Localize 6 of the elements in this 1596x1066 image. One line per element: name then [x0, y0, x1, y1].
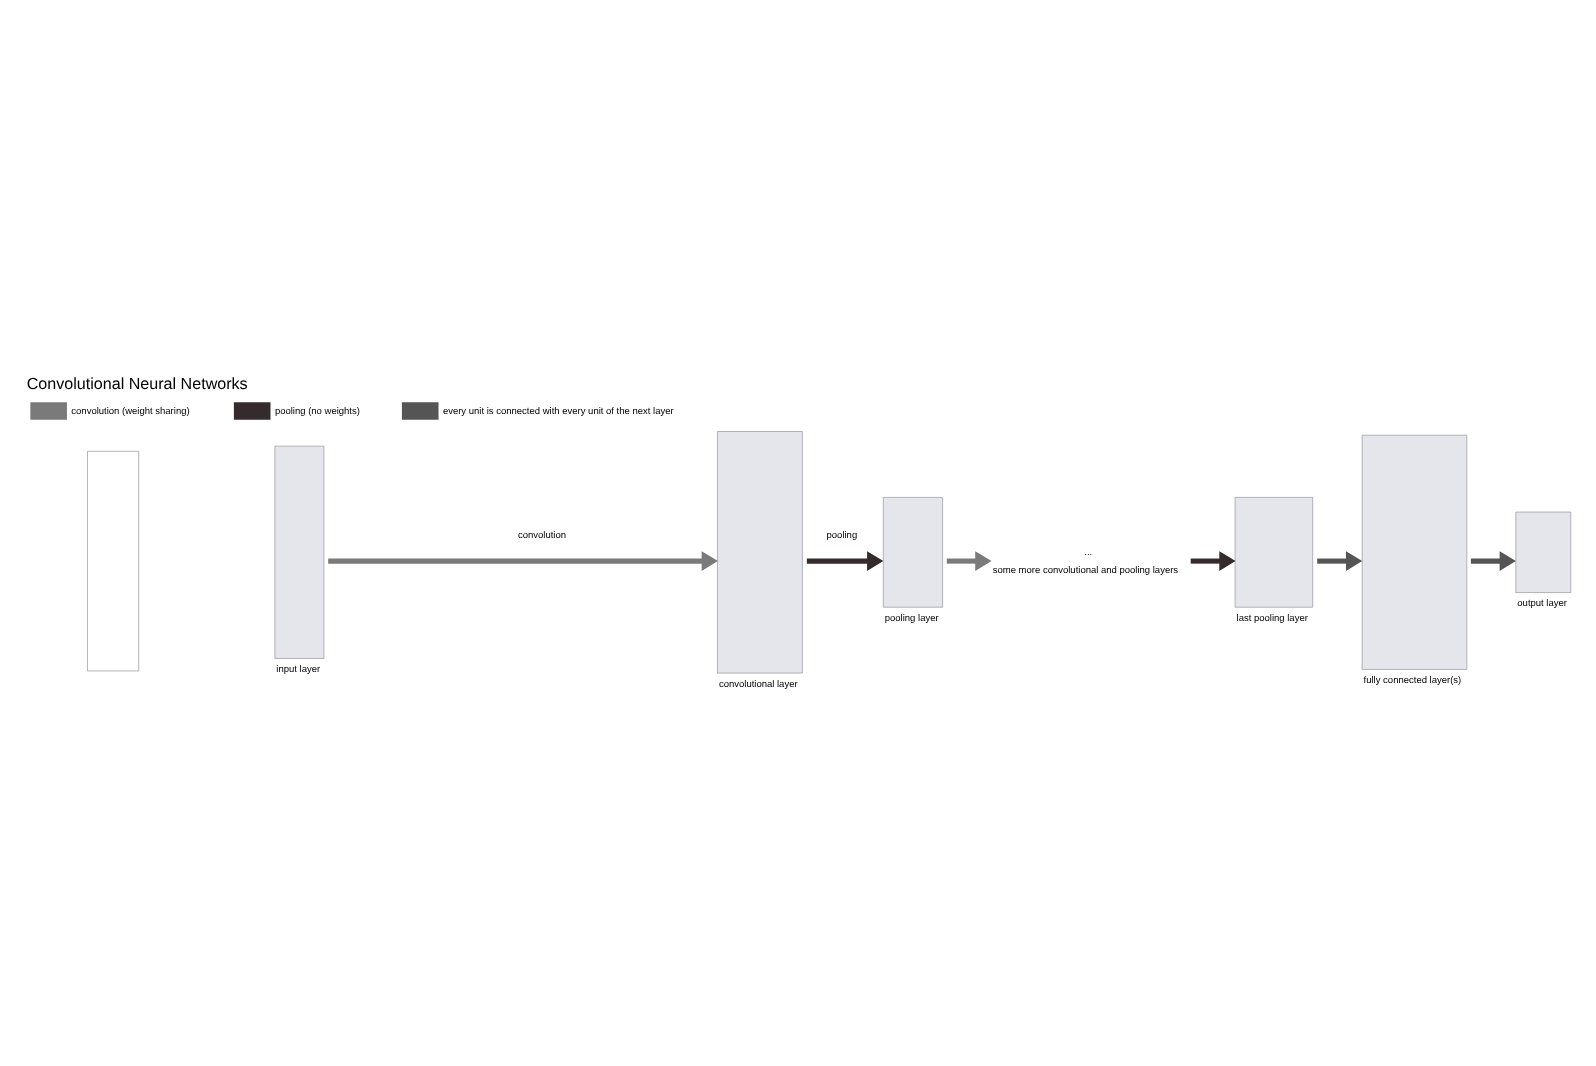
arrow: [1190, 550, 1236, 571]
arrow: [328, 550, 718, 571]
arrow: [946, 550, 992, 571]
arrow: [1317, 550, 1363, 571]
arrow: [1470, 550, 1516, 571]
arrow: [806, 550, 884, 571]
